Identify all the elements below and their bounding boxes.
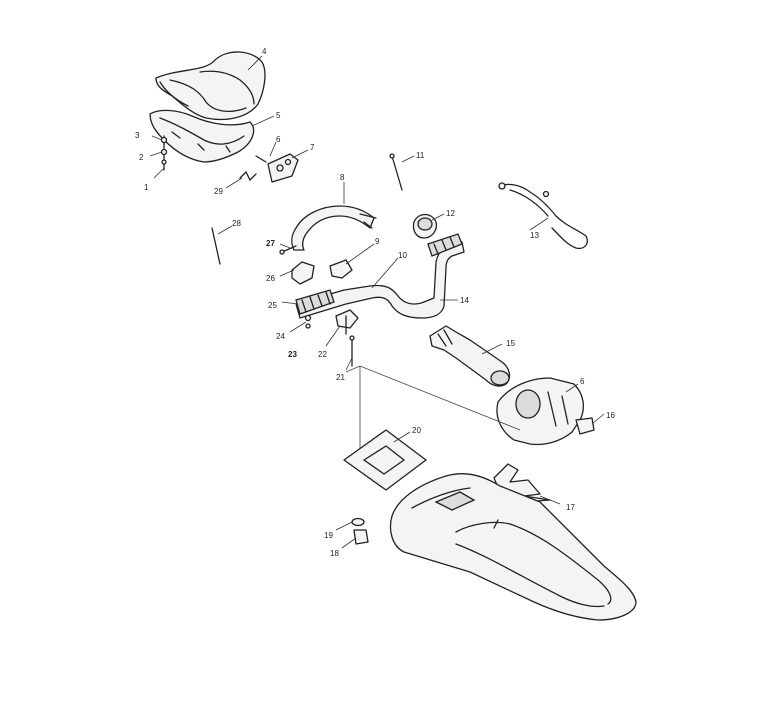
callout-24: 24 <box>276 332 285 341</box>
callout-22: 22 <box>318 350 327 359</box>
steering-column-15 <box>429 325 511 387</box>
steering-housing <box>496 377 595 446</box>
callout-20: 20 <box>412 426 421 435</box>
callout-16: 16 <box>606 411 615 420</box>
callout-4: 4 <box>262 47 267 56</box>
callout-26: 26 <box>266 274 275 283</box>
handlebar-14 <box>295 233 465 319</box>
throttle-lever-9 <box>329 259 353 279</box>
callout-8: 8 <box>340 173 345 182</box>
callout-10: 10 <box>398 251 407 260</box>
steering-cover-upper <box>155 51 266 121</box>
bolt-21 <box>349 335 355 367</box>
callout-27: 27 <box>266 239 275 248</box>
callout-3: 3 <box>135 131 140 140</box>
spring-clip <box>239 170 257 182</box>
callout-6: 6 <box>276 135 281 144</box>
mount-bracket <box>255 153 299 183</box>
callout-9: 9 <box>375 237 380 246</box>
washer-19 <box>351 517 365 527</box>
leader-lines <box>149 55 605 549</box>
cable-rod-28 <box>211 227 221 265</box>
callout-25: 25 <box>268 301 277 310</box>
callout-labels: 4 5 3 2 1 6 7 29 8 11 28 27 26 9 10 12 1… <box>135 47 615 558</box>
callout-18: 18 <box>330 549 339 558</box>
callout-15: 15 <box>506 339 515 348</box>
callout-11: 11 <box>416 151 425 160</box>
callout-13: 13 <box>530 231 539 240</box>
callout-28: 28 <box>232 219 241 228</box>
callout-14: 14 <box>460 296 469 305</box>
callout-19: 19 <box>324 531 333 540</box>
callout-2: 2 <box>139 153 144 162</box>
callout-21: 21 <box>336 373 345 382</box>
console-hood <box>389 472 637 621</box>
callout-1: 1 <box>144 183 149 192</box>
hose-8 <box>291 205 377 251</box>
callout-7: 7 <box>310 143 315 152</box>
nut-18 <box>353 529 369 545</box>
callout-23: 23 <box>288 350 297 359</box>
cover-26 <box>291 261 315 285</box>
callout-6b: 6 <box>580 377 585 386</box>
callout-12: 12 <box>446 209 455 218</box>
screw-stack <box>160 135 168 171</box>
grip-end-12 <box>412 213 438 239</box>
bolt-24 <box>304 314 312 329</box>
plate-20 <box>343 429 427 491</box>
callout-29: 29 <box>214 187 223 196</box>
callout-17: 17 <box>566 503 575 512</box>
callout-5: 5 <box>276 111 281 120</box>
cable-rod-11 <box>389 153 403 191</box>
lanyard-13 <box>498 182 588 250</box>
clamp-22 <box>335 309 359 335</box>
bolt-27 <box>279 245 297 255</box>
